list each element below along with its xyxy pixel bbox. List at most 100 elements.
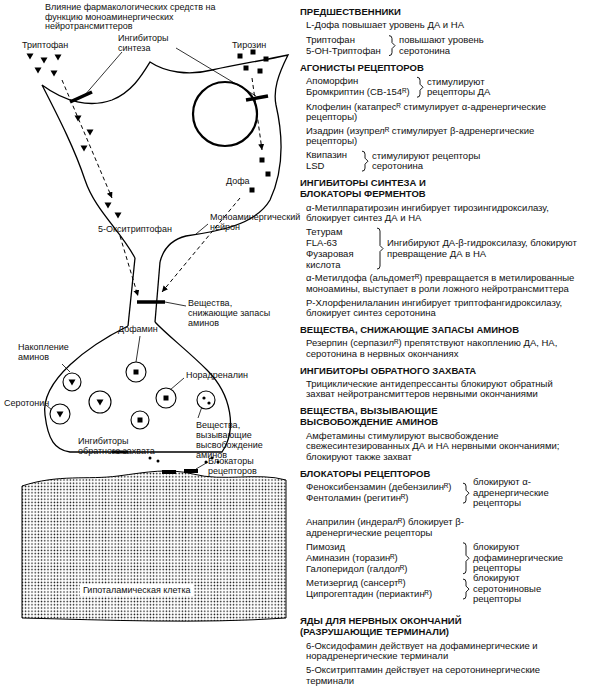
illustration-part (51, 71, 58, 77)
group-effect: блокируют дофаминергические рецепторы (473, 542, 585, 574)
illustration-label: Вещества, вызывающие высвобождение амино… (196, 420, 288, 460)
illustration-part (165, 302, 186, 306)
illustration-part (149, 457, 152, 460)
illustration-part (156, 388, 176, 408)
illustration-part (50, 404, 70, 424)
drug-entry: Тетурам (306, 227, 377, 238)
illustration-label: Триптофан (22, 40, 82, 50)
drug-entry: Галоперидол (галдолᴿ) (306, 564, 463, 575)
illustration-label: Норадреналин (186, 370, 256, 380)
drug-entry: Р-Хлорфенилаланин ингибирует триптофанги… (306, 298, 582, 319)
illustration-part (128, 258, 135, 326)
illustration-part (202, 396, 205, 399)
section-heading: ИНГИБИТОРЫ ОБРАТНОГО ЗАХВАТА (300, 365, 585, 376)
drug-entry: 6-Оксидофамин действует на дофаминергиче… (306, 641, 582, 662)
illustration-part (89, 391, 111, 413)
drug-entry: LSD (306, 161, 362, 172)
cell-label: Гипоталамическая клетка (80, 584, 194, 596)
drug-entry: α-Метилпаратирозин ингибирует тирозингид… (306, 203, 582, 224)
section-heading: ПРЕДШЕСТВЕННИКИ (300, 6, 585, 17)
group-effect: Ингибируют ДА-β-гидроксилазу, блокируют … (387, 238, 585, 259)
drug-entry: Метизергид (сансертᴿ) (306, 578, 463, 589)
section-heading: ВЕЩЕСТВА, СНИЖАЮЩИЕ ЗАПАСЫ АМИНОВ (300, 324, 585, 335)
illustration-part (246, 96, 268, 100)
group-effect: повышают уровень серотонина (399, 35, 484, 56)
illustration-part (197, 391, 215, 409)
illustration-part (157, 460, 160, 463)
illustration-part (70, 92, 92, 102)
drug-entry: FLA-63 (306, 238, 377, 249)
drug-entry: Аминазин (торазинᴿ) (306, 553, 463, 564)
drug-entry: Апоморфин (306, 76, 417, 87)
illustration-label: Ингибиторы обратного захвата (78, 436, 158, 456)
curly-brace (362, 151, 368, 171)
illustration-part (250, 188, 255, 193)
illustration-part (57, 412, 64, 418)
drug-entry: Амфетамины стимулируют высвобождение све… (306, 431, 582, 463)
drug-entry: Триптофан (306, 35, 389, 46)
illustration-part (69, 380, 76, 386)
drug-entry: Фузаровая кислота (306, 249, 377, 270)
illustration-part (138, 418, 143, 423)
illustration-label: Тирозин (232, 40, 287, 50)
synthesis-arrows (62, 78, 262, 296)
illustration-label: Дофа (226, 176, 266, 186)
illustration-part (62, 364, 70, 372)
illustration-label: Дофамин (118, 324, 168, 334)
drug-entry: 5-Окситриптамин действует на серотонинер… (306, 665, 582, 686)
drug-entry: Изадрин (изупрелᴿ стимулирует β-адренерг… (306, 126, 582, 147)
illustration-part (134, 370, 139, 375)
illustration-part (207, 401, 210, 404)
store-depletion-bar (137, 300, 165, 304)
illustration-part (105, 203, 112, 209)
illustration-part (87, 130, 94, 136)
curly-brace (463, 543, 469, 574)
drug-entry: Квипазин (306, 150, 362, 161)
illustration-part (251, 50, 256, 55)
group-effect: стимулируют рецепторы серотонина (372, 151, 492, 172)
illustration-part (155, 262, 160, 322)
group-effect: стимулируют рецепторы ДА (427, 77, 517, 98)
illustration-part (115, 213, 122, 219)
illustration-part (120, 236, 138, 296)
illustration-part (205, 461, 208, 464)
drug-entry: Анаприлин (индералᴿ) блокирует β-адренер… (306, 517, 516, 538)
illustration-part (266, 172, 271, 177)
illustration-part (97, 400, 104, 406)
illustration-part (55, 55, 62, 61)
section-heading: ИНГИБИТОРЫ СИНТЕЗА И БЛОКАТОРЫ ФЕРМЕНТОВ (300, 177, 472, 199)
drug-entry: Фентоламин (регитинᴿ) (306, 493, 463, 504)
illustration-label: Вещества, снижающие запасы аминов (188, 298, 283, 328)
drug-entry: Бромкриптин (СВ-154ᴿ) (306, 87, 417, 98)
drug-entry: L-Дофа повышает уровень ДА и НА (306, 20, 582, 31)
illustration-part (164, 396, 169, 401)
cell-region: Гипоталамическая клетка (18, 466, 290, 626)
illustration-part (42, 55, 288, 262)
section-heading: АГОНИСТЫ РЕЦЕПТОРОВ (300, 62, 585, 73)
section-heading: ВЕЩЕСТВА, ВЫЗЫВАЮЩИЕ ВЫСВОБОЖДЕНИЕ АМИНО… (300, 405, 472, 427)
illustration-part (260, 158, 265, 163)
illustration-part (258, 69, 263, 74)
drug-entry: Феноксибензамин (дебензилинᴿ) (306, 482, 463, 493)
illustration-part (238, 54, 243, 59)
inhibitor-bars (70, 92, 268, 102)
illustration-part (62, 80, 112, 198)
illustration-part (131, 411, 149, 429)
curly-brace (389, 36, 395, 56)
curly-brace (377, 228, 383, 269)
leader-lines (46, 48, 256, 418)
illustration-part (244, 66, 249, 71)
illustration-label: Накопление аминов (18, 342, 74, 362)
tryptophan-symbols (27, 54, 122, 219)
group-effect: блокируют серотониновые рецепторы (473, 573, 585, 605)
drug-entry: Клофелин (катапресᴿ стимулирует α-адрене… (306, 102, 582, 123)
illustration-part (176, 48, 256, 96)
illustration-part (41, 58, 48, 64)
section-heading: ЯДЫ ДЛЯ НЕРВНЫХ ОКОНЧАНИЙ (РАЗРУШАЮЩИЕ Т… (300, 615, 478, 637)
cell-shape (22, 471, 286, 621)
illustration-label: Моноаминергический нейрон (210, 212, 290, 232)
illustration-label: Ингибиторы синтеза (118, 33, 180, 53)
drug-entry: α-Метилдофа (альдометᴿ) превращается в м… (306, 273, 582, 294)
drug-entry: Ципрогептадин (периактинᴿ) (306, 589, 463, 600)
